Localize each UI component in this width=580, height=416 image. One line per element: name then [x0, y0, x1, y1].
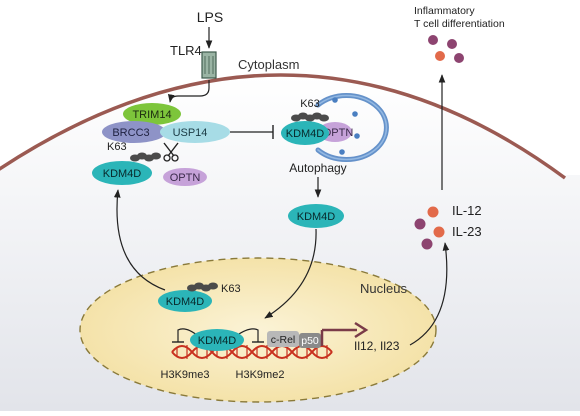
il12-dot [427, 206, 439, 218]
brcc3-node [102, 121, 166, 143]
k63-nucleus-label: K63 [221, 283, 241, 295]
optn-free-label: OPTN [170, 172, 201, 184]
brcc3-label: BRCC3 [112, 127, 149, 139]
crel-node [267, 331, 299, 347]
usp14-node [160, 121, 230, 143]
h3k9me2-label: H3K9me2 [236, 369, 285, 381]
k63-chain-nucleus [187, 282, 218, 292]
il23-dot [414, 218, 426, 230]
optn-bound-label: OPTN [323, 127, 354, 139]
tlr4-label: TLR4 [170, 43, 202, 58]
autophagosome [315, 93, 389, 162]
il12-label: IL-12 [452, 203, 482, 218]
kdm4d-dna-label: KDM4D [198, 335, 237, 347]
transcription-arrow-head [354, 321, 369, 339]
tlr4-to-trim14-arrow [167, 80, 210, 103]
k63-chain-left [130, 152, 161, 162]
trim14-label: TRIM14 [132, 109, 171, 121]
cytokines-cluster [414, 206, 445, 250]
genes-to-cytokines-arrow [409, 242, 450, 346]
p50-label: p50 [301, 335, 319, 347]
il23-label: IL-23 [452, 224, 482, 239]
inflammatory-label-line1: Inflammatory [414, 5, 475, 17]
kdm4d-autophagy-label: KDM4D [286, 128, 325, 140]
inflammatory-label-line2: T cell differentiation [414, 18, 505, 30]
kdm4d-export-arrow [113, 189, 166, 291]
genes-label: Il12, Il23 [354, 339, 400, 353]
scissors-icon [163, 142, 179, 162]
kdm4d-autophagy-node [281, 121, 329, 145]
kdm4d-mid-label: KDM4D [297, 211, 336, 223]
cell-membrane [0, 73, 567, 180]
k63-top-label: K63 [300, 98, 320, 110]
optn-free-node [163, 168, 207, 186]
nucleus-label: Nucleus [360, 281, 407, 296]
trim14-complex: TRIM14 BRCC3 USP14 [102, 103, 230, 143]
kdm4d-nuclear-entry-arrow [264, 228, 317, 319]
kdm4d-dna-node [190, 329, 244, 351]
h3k9me3-label: H3K9me3 [161, 369, 210, 381]
tlr4-receptor [201, 51, 217, 79]
kdm4d-mid-node [288, 204, 344, 228]
p50-node [299, 333, 321, 348]
autophagy-label: Autophagy [289, 161, 346, 175]
trim14-node [123, 103, 181, 125]
k63-left-label: K63 [107, 141, 127, 153]
usp14-label: USP14 [173, 127, 208, 139]
k63-chain-top [291, 112, 329, 122]
kdm4d-left-label: KDM4D [103, 168, 142, 180]
il12-dot [433, 226, 445, 238]
crel-label: c-Rel [271, 334, 296, 346]
il23-dot [421, 238, 433, 250]
lps-label: LPS [197, 9, 223, 25]
inflammatory-dots [428, 35, 464, 63]
kdm4d-nucleus-label: KDM4D [166, 296, 205, 308]
cytoplasm-label: Cytoplasm [238, 57, 299, 72]
kdm4d-nucleus-node [158, 290, 212, 312]
kdm4d-left-node [92, 161, 152, 185]
